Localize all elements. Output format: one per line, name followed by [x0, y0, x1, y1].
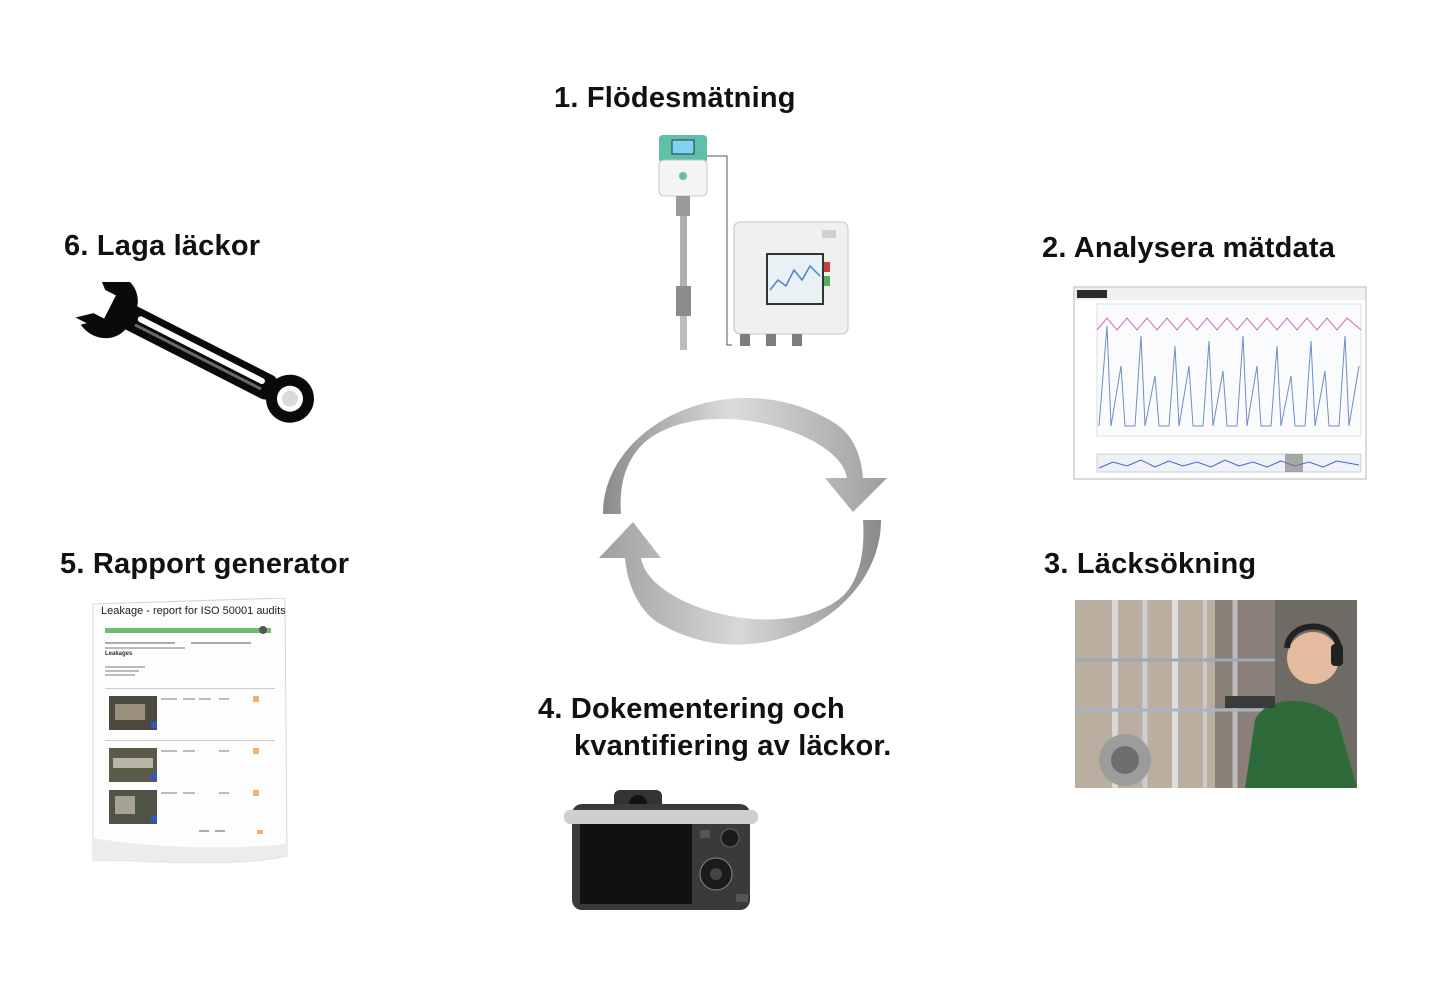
report-section: Leakages: [105, 651, 133, 657]
flow-meter-icon: [658, 135, 849, 350]
cycle-arrow-upper: [603, 397, 887, 514]
step-2-label: 2. Analysera mätdata: [1042, 232, 1336, 264]
step-6-label: 6. Laga läckor: [64, 230, 261, 262]
step-4-label-line-2: kvantifiering av läckor.: [574, 730, 892, 762]
cycle-arrows-icon: [599, 397, 887, 645]
chart-screenshot-icon: [1073, 286, 1367, 480]
step-5-label: 5. Rapport generator: [60, 548, 350, 580]
camera-icon: [564, 790, 758, 910]
step-4-label: 4. Dokementering och kvantifiering av lä…: [538, 691, 892, 765]
step-4-label-line-1: 4. Dokementering och: [538, 693, 845, 725]
report-title: Leakage - report for ISO 50001 audits: [101, 605, 286, 617]
step-3-label: 3. Läcksökning: [1044, 548, 1257, 580]
chart-blue-series: [1098, 325, 1360, 427]
cycle-arrow-lower: [599, 520, 881, 645]
chart-pink-series: [1096, 317, 1362, 331]
step-1-label: 1. Flödesmätning: [554, 82, 796, 114]
report-document-icon: Leakage - report for ISO 50001 audits Le…: [91, 598, 289, 864]
leak-detection-photo-icon: [1075, 600, 1357, 788]
wrench-icon: [75, 282, 314, 423]
